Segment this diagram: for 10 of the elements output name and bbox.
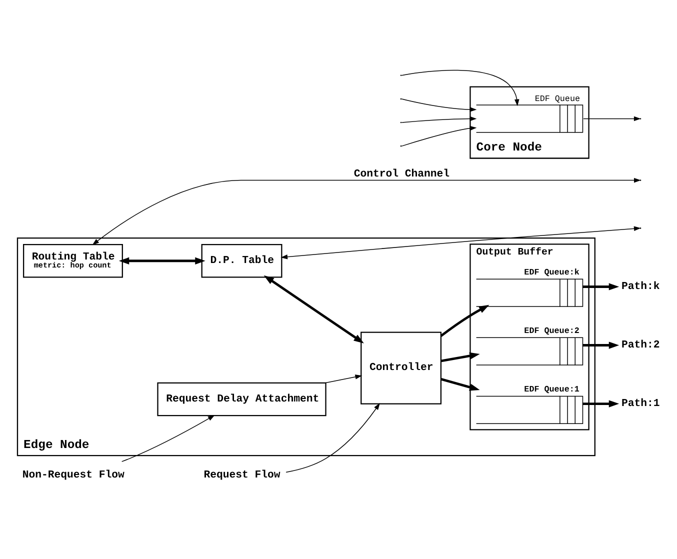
node-label: EDF Queue:1 xyxy=(524,384,580,394)
node-label: EDF Queue:k xyxy=(524,267,580,278)
edge-label: Control Channel xyxy=(354,168,450,181)
node-label: EDF Queue:2 xyxy=(524,326,580,336)
node-text: Non-Request Flow xyxy=(22,469,124,482)
node-text: Path:1 xyxy=(622,398,660,410)
node-label: EDF Queue xyxy=(534,94,580,104)
node-text: Path:2 xyxy=(622,339,660,352)
node-text: Path:k xyxy=(622,280,660,293)
node-text: Request Flow xyxy=(204,469,280,482)
